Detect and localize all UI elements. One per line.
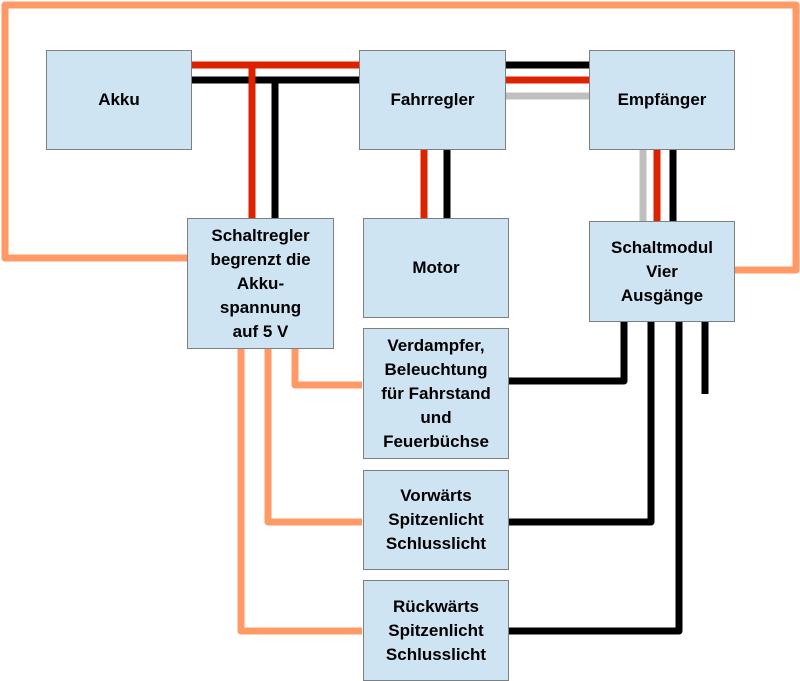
node-rueckwaerts-label: Rückwärts Spitzenlicht Schlusslicht [385,596,487,664]
node-motor: Motor [363,218,509,318]
node-verdampfer-label: Verdampfer, Beleuchtung für Fahrstand un… [381,335,491,451]
wire-5v-schaltregler-vorwaerts [264,348,362,526]
node-motor-label: Motor [412,258,460,277]
wire-minus-schaltmodul-vorwaerts [508,320,655,526]
wire-minus-schaltmodul-rueckwaerts [508,320,683,635]
wire-minus-schaltmodul-verdampfer [508,320,628,385]
wire-5v-schaltregler-verdampfer [291,348,362,389]
node-schaltmodul: Schaltmodul Vier Ausgänge [589,221,735,322]
node-empfaenger-label: Empfänger [617,90,707,109]
node-vorwaerts-label: Vorwärts Spitzenlicht Schlusslicht [385,486,487,553]
node-akku-label: Akku [98,90,140,109]
node-vorwaerts: Vorwärts Spitzenlicht Schlusslicht [363,470,509,570]
node-verdampfer: Verdampfer, Beleuchtung für Fahrstand un… [363,328,509,459]
node-empfaenger: Empfänger [589,50,735,150]
node-fahrregler-label: Fahrregler [390,90,475,109]
node-rueckwaerts: Rückwärts Spitzenlicht Schlusslicht [363,580,509,681]
node-akku: Akku [46,50,192,150]
node-schaltregler-label: Schaltregler begrenzt die Akku- spannung… [210,225,311,341]
wire-5v-schaltregler-rueckwaerts [237,348,362,635]
node-fahrregler: Fahrregler [359,50,506,150]
wire-5v-schaltregler-schaltmodul [1,1,800,274]
node-schaltregler: Schaltregler begrenzt die Akku- spannung… [187,218,334,349]
node-schaltmodul-label: Schaltmodul Vier Ausgänge [610,237,713,305]
